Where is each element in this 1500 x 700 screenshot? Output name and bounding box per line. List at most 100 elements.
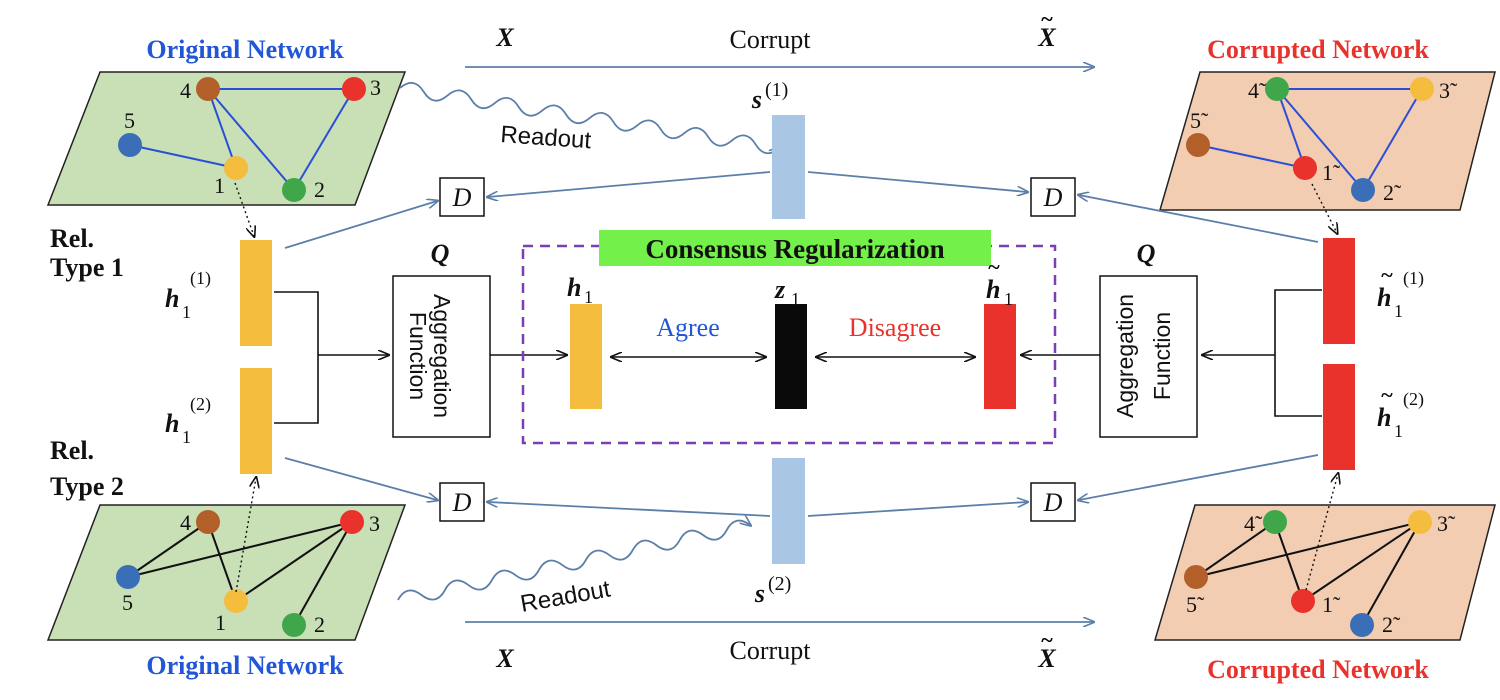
discriminator-bottom-left: D	[439, 482, 485, 522]
node-label-3-bottom: 3	[369, 511, 380, 536]
h1-label: h 1	[567, 273, 593, 307]
svg-text:h: h	[567, 273, 581, 302]
discriminator-top-right: D	[1030, 177, 1076, 217]
svg-text:(1): (1)	[1403, 268, 1424, 289]
aggregation-right-line2: Function	[1149, 312, 1175, 400]
svg-text:(2): (2)	[1403, 389, 1424, 410]
svg-text:1: 1	[791, 289, 800, 309]
x-tilde-label-bottom: X	[1037, 644, 1056, 673]
original-edges-bottom	[127, 521, 353, 626]
node-1-top	[224, 156, 248, 180]
ht11-to-d-arrow	[1079, 195, 1319, 243]
node-1t-bottom	[1291, 589, 1315, 613]
svg-text:~: ~	[988, 254, 1000, 279]
node-label-4-bottom: 4	[180, 510, 191, 535]
svg-text:h: h	[1377, 403, 1391, 432]
node-5-bottom	[116, 565, 140, 589]
node-2t-bottom	[1350, 613, 1374, 637]
h12-label: h 1 (2)	[165, 394, 211, 447]
consensus-title-bg	[599, 230, 991, 266]
embedding-h12	[240, 368, 272, 474]
node-4-bottom	[196, 510, 220, 534]
node-label-2-bottom: 2	[314, 612, 325, 637]
svg-text:1: 1	[182, 427, 191, 447]
summary-vector-s2	[772, 458, 805, 564]
x-tilde-label-top: X	[1037, 23, 1056, 52]
s2-to-d-right-arrow	[807, 502, 1027, 517]
node-label-1-top: 1	[214, 173, 225, 198]
node-5-top	[118, 133, 142, 157]
readout-arrow-bottom	[397, 518, 752, 601]
embedding-h11	[240, 240, 272, 346]
consensus-box	[521, 244, 1057, 445]
node-3t-top	[1410, 77, 1434, 101]
svg-text:(2): (2)	[190, 394, 211, 415]
left-bracket	[274, 291, 319, 424]
readout-arrow-top	[399, 82, 780, 155]
svg-text:1: 1	[182, 302, 191, 322]
embedding-h1	[570, 304, 602, 409]
readout-label-top: Readout	[500, 121, 593, 154]
h1-tilde-label: h 1 ~	[986, 254, 1013, 309]
original-network-title-top: Original Network	[146, 35, 344, 64]
svg-text:1: 1	[1004, 289, 1013, 309]
q-label-right: Q	[1137, 239, 1156, 268]
aggregation-left-line1: Aggregation	[429, 294, 455, 418]
node-label-3-top: 3	[370, 75, 381, 100]
z1-label: z 1	[774, 275, 800, 309]
node-4-top	[196, 77, 220, 101]
disagree-label: Disagree	[849, 313, 941, 342]
rel-type2-line1: Rel.	[50, 436, 94, 465]
embedding-ht12	[1323, 364, 1355, 470]
original-network-title-bottom: Original Network	[146, 651, 344, 680]
node-label-5-top: 5	[124, 108, 135, 133]
node-label-5-bottom: 5	[122, 590, 133, 615]
corrupted-network-top: 4̃ 3̃ 5̃ 1̃ 2̃	[1159, 71, 1496, 211]
d-label: D	[1043, 183, 1063, 212]
s1-to-d-right-arrow	[807, 171, 1027, 192]
ht11-label: h 1 (1) ~	[1377, 262, 1424, 321]
svg-text:~: ~	[1381, 262, 1393, 287]
node-label-2-top: 2	[314, 177, 325, 202]
s1-label: s	[751, 85, 762, 114]
tilde-mark-top: ~	[1041, 6, 1053, 31]
original-edges-top	[129, 88, 355, 191]
corrupted-edges-top	[1197, 88, 1423, 191]
h12-to-d-arrow	[284, 457, 437, 500]
node-5t-top	[1186, 133, 1210, 157]
ht12-label: h 1 (2) ~	[1377, 382, 1424, 441]
embedding-h1-tilde	[984, 304, 1016, 409]
s1-to-d-left-arrow	[488, 171, 771, 197]
corrupt-label-bottom: Corrupt	[730, 636, 812, 665]
s1-superscript: (1)	[765, 79, 788, 101]
svg-text:h: h	[986, 275, 1000, 304]
node1t-to-ht11-dotted-arrow	[1311, 183, 1337, 233]
summary-vector-s1	[772, 115, 805, 219]
corrupted-network-title-top: Corrupted Network	[1207, 35, 1429, 64]
node-label-4-top: 4	[180, 78, 191, 103]
h11-label: h 1 (1)	[165, 268, 211, 322]
node-3-bottom	[340, 510, 364, 534]
svg-text:h: h	[165, 284, 179, 313]
node-5t-bottom	[1184, 565, 1208, 589]
x-label-top: X	[495, 23, 514, 52]
embedding-ht11	[1323, 238, 1355, 344]
right-bracket	[1274, 289, 1322, 417]
d-label: D	[1043, 488, 1063, 517]
rel-type2-line2: Type 2	[50, 472, 124, 501]
svg-text:z: z	[774, 275, 786, 304]
corrupted-network-bottom: 4̃ 3̃ 5̃ 1̃ 2̃	[1153, 504, 1496, 641]
node-1t-top	[1293, 156, 1317, 180]
rel-type1-line1: Rel.	[50, 224, 94, 253]
q-label-left: Q	[431, 239, 450, 268]
x-label-bottom: X	[495, 644, 514, 673]
readout-label-bottom: Readout	[518, 576, 612, 618]
svg-text:h: h	[1377, 283, 1391, 312]
agree-label: Agree	[656, 313, 720, 342]
svg-text:1: 1	[1394, 421, 1403, 441]
svg-text:1: 1	[1394, 301, 1403, 321]
node-3-top	[342, 77, 366, 101]
node1-to-h11-dotted-arrow	[234, 182, 254, 236]
embedding-z1	[775, 304, 807, 409]
node1-to-h12-dotted-arrow	[235, 478, 256, 593]
